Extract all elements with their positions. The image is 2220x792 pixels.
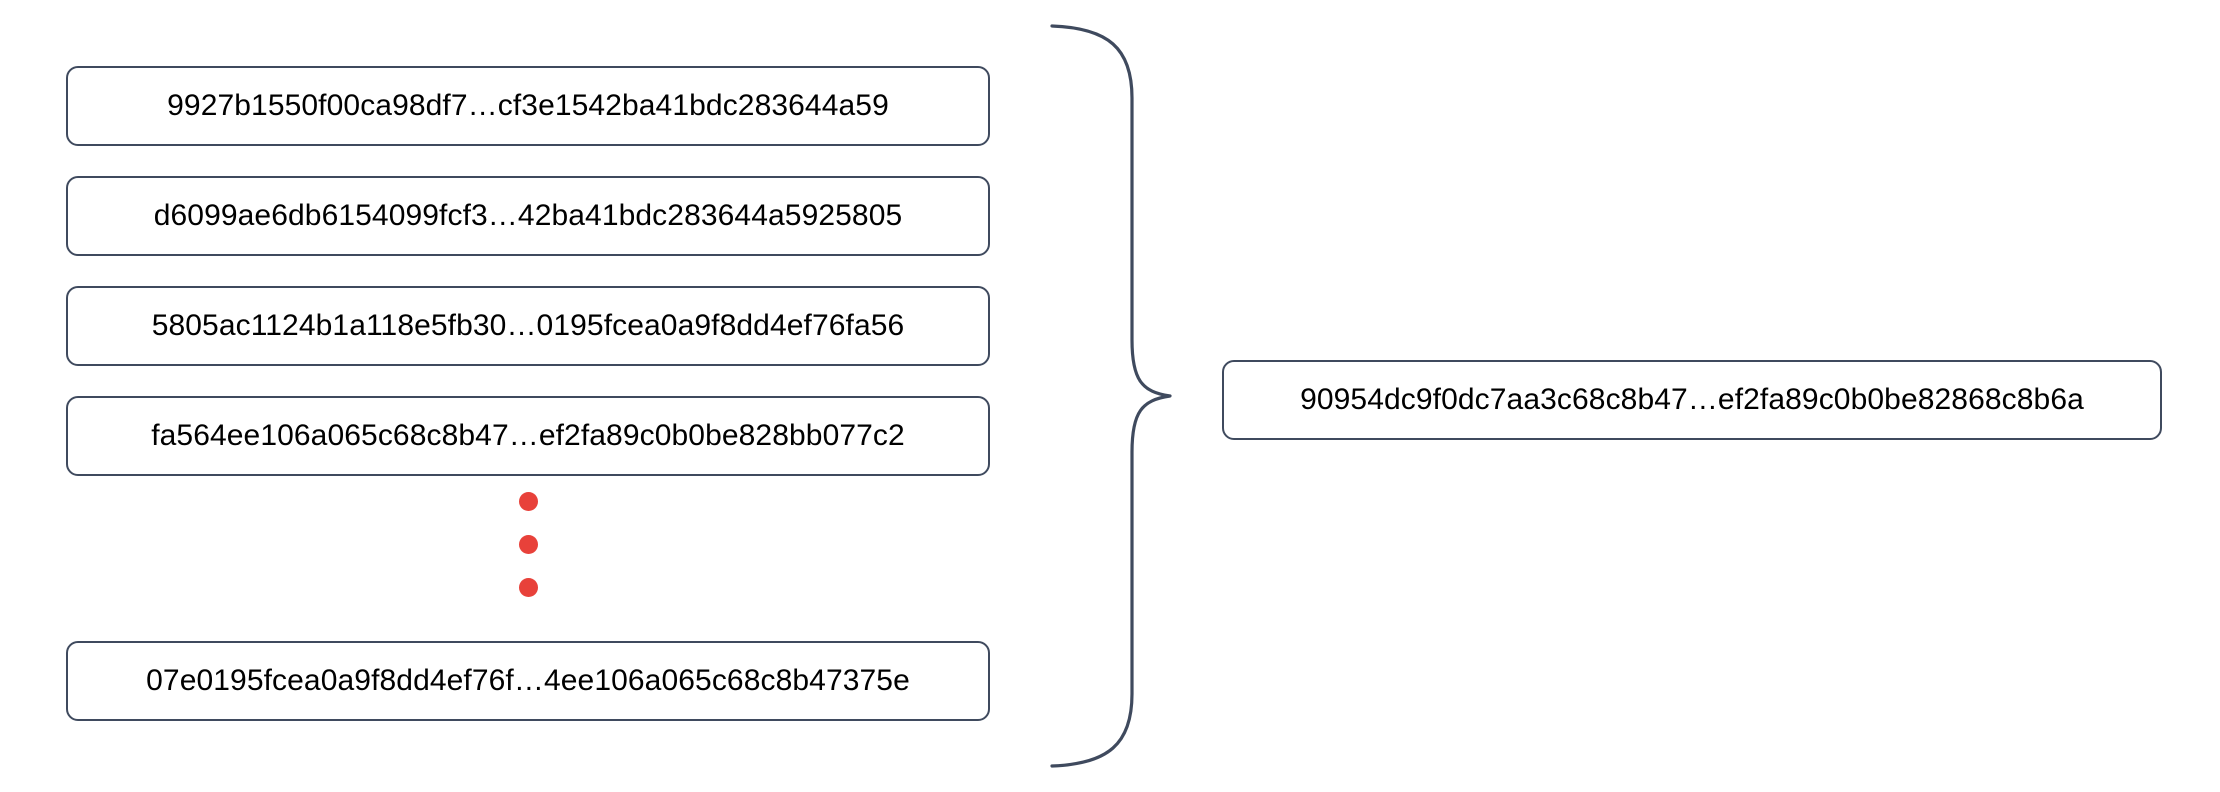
ellipsis-dot-icon	[518, 535, 538, 554]
input-hash-text: d6099ae6db6154099fcf3…42ba41bdc283644a59…	[153, 199, 903, 232]
ellipsis-dot-icon	[518, 492, 538, 511]
input-hash-text: 5805ac1124b1a118e5fb30…0195fcea0a9f8dd4e…	[151, 309, 905, 342]
output-hash-text: 90954dc9f0dc7aa3c68c8b47…ef2fa89c0b0be82…	[1300, 383, 2084, 416]
input-hash-box: d6099ae6db6154099fcf3…42ba41bdc283644a59…	[66, 176, 990, 256]
curly-brace-icon	[1046, 22, 1176, 770]
input-hash-box: fa564ee106a065c68c8b47…ef2fa89c0b0be828b…	[66, 396, 990, 476]
input-hash-box: 5805ac1124b1a118e5fb30…0195fcea0a9f8dd4e…	[66, 286, 990, 366]
input-hash-box: 9927b1550f00ca98df7…cf3e1542ba41bdc28364…	[66, 66, 990, 146]
output-hash-box: 90954dc9f0dc7aa3c68c8b47…ef2fa89c0b0be82…	[1222, 360, 2162, 440]
input-hash-box: 07e0195fcea0a9f8dd4ef76f…4ee106a065c68c8…	[66, 641, 990, 721]
input-hash-text: fa564ee106a065c68c8b47…ef2fa89c0b0be828b…	[151, 419, 905, 452]
input-hash-text: 07e0195fcea0a9f8dd4ef76f…4ee106a065c68c8…	[146, 664, 910, 697]
ellipsis-dot-icon	[518, 578, 538, 597]
input-hash-text: 9927b1550f00ca98df7…cf3e1542ba41bdc28364…	[167, 89, 889, 122]
vertical-ellipsis	[0, 492, 1056, 597]
